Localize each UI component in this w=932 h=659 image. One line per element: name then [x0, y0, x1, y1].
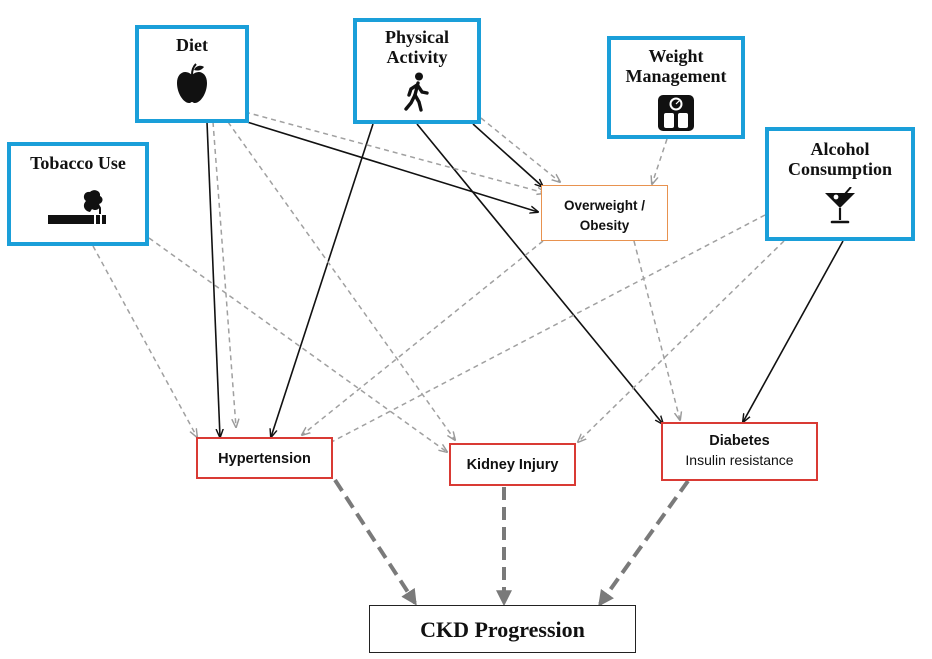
arrow-diet-overweight	[246, 121, 538, 212]
tobacco-use-label: Tobacco Use	[30, 153, 126, 173]
kidney-injury-box: Kidney Injury	[449, 443, 576, 486]
arrow-diet-kidney-injury	[227, 121, 455, 440]
cigarette-icon	[48, 190, 106, 224]
arrow-tobacco-kidney-injury	[148, 237, 447, 452]
ckd-progression-box: CKD Progression	[369, 605, 636, 653]
diabetes-box: Diabetes Insulin resistance	[661, 422, 818, 481]
weight-management-label: Weight Management	[625, 46, 727, 86]
apple-icon	[177, 63, 207, 103]
arrow-diet-overweight-dashed	[244, 111, 545, 193]
kidney-injury-label: Kidney Injury	[466, 457, 559, 473]
overweight-obesity-box: Overweight / Obesity	[541, 185, 668, 241]
scale-icon	[658, 95, 694, 131]
arrow-tobacco-hypertension	[92, 245, 197, 437]
cocktail-glass-icon	[825, 187, 855, 224]
arrow-diet-hypertension	[206, 121, 220, 437]
arrow-alcohol-hypertension	[320, 214, 766, 448]
physical-activity-label: Physical Activity	[384, 27, 449, 67]
arrow-diabetes-ckd	[598, 479, 690, 607]
alcohol-consumption-label: Alcohol Consumption	[787, 139, 893, 179]
arrow-weight-overweight	[652, 138, 668, 184]
diet-label: Diet	[176, 35, 208, 55]
physical-activity-box: Physical Activity	[353, 18, 481, 124]
arrow-activity-hypertension	[271, 123, 374, 437]
ckd-progression-label: CKD Progression	[420, 617, 585, 642]
arrow-hypertension-ckd	[333, 478, 417, 606]
arrow-activity-diabetes	[416, 123, 663, 424]
insulin-resistance-label: Insulin resistance	[685, 452, 794, 468]
arrow-alcohol-diabetes	[743, 240, 844, 422]
tobacco-use-box: Tobacco Use	[7, 142, 149, 246]
alcohol-consumption-box: Alcohol Consumption	[765, 127, 915, 241]
diet-box: Diet	[135, 25, 249, 123]
walking-person-icon	[404, 72, 429, 112]
overweight-obesity-label: Overweight / Obesity	[563, 198, 646, 233]
diabetes-label: Diabetes	[709, 433, 770, 449]
weight-management-box: Weight Management	[607, 36, 745, 139]
arrow-alcohol-kidney-injury	[578, 240, 785, 442]
hypertension-label: Hypertension	[218, 451, 311, 467]
arrow-activity-overweight-dashed	[480, 117, 560, 182]
hypertension-box: Hypertension	[196, 437, 333, 479]
arrow-overweight-hypertension	[302, 240, 544, 435]
arrow-activity-overweight	[472, 123, 543, 187]
arrow-overweight-diabetes	[633, 240, 680, 420]
arrow-diet-hypertension-dashed	[212, 121, 236, 427]
